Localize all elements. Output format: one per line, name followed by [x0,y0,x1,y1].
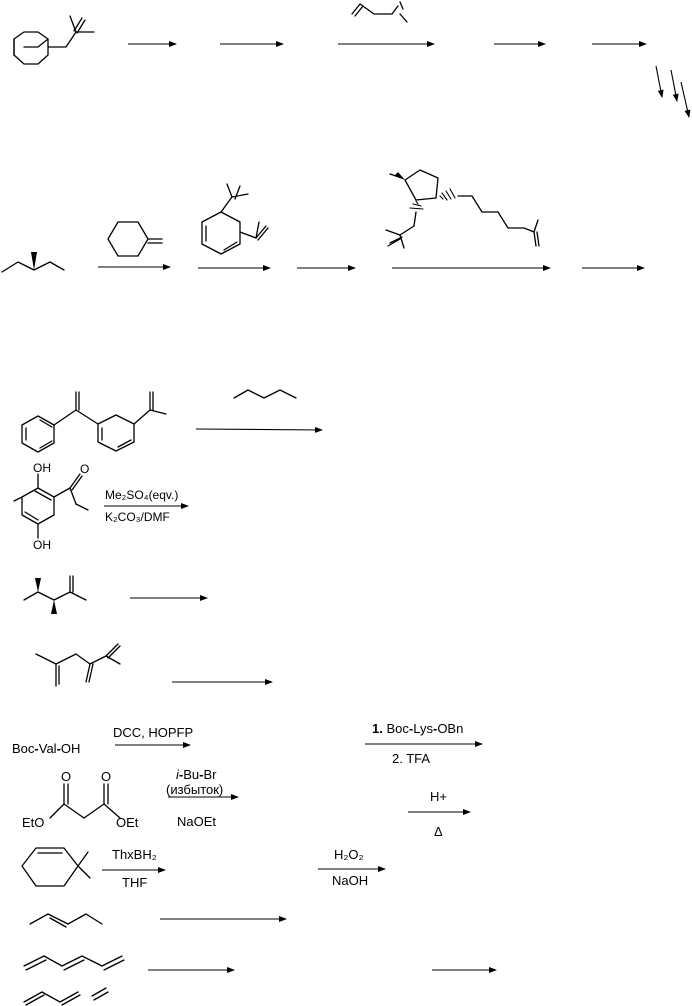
reaction-arrow [195,426,323,433]
hydroborane-reagent: ThxBH₂ [112,847,157,862]
diisopropenylbenzene-molecule [201,183,269,255]
pentane-chain [233,389,297,399]
ibu-br: Br [203,767,217,782]
peroxide-reagent: H₂O₂ [334,847,364,862]
ibu-bu: Bu [183,767,200,782]
phenol-oh-bottom: OH [33,538,51,552]
boc-lys-obn: OBn [437,721,464,736]
step2-reagent: 2. TFA [392,751,431,766]
ibu-prefix: i [176,767,179,782]
ester-right: OEt [116,815,139,830]
oh-text: OH [60,741,81,756]
boc-lys-boc: Boc [386,721,409,736]
methallyl-fragment [351,1,408,23]
excess-note: (избыток) [166,782,224,797]
butadiene-ethylene-molecules [23,987,109,1006]
isobutyl-bromide: i-Bu-Br [176,767,217,782]
substituted-cyclopentane-molecule [385,169,540,249]
ketone-oxygen: O [80,462,90,476]
methylation-conditions: K₂CO₃/DMF [105,510,170,524]
methylenecyclohexane-molecule [107,221,163,257]
dimethylcyclohexene-molecule [21,847,91,887]
boc-text: Boc [12,741,35,756]
hydroxide-reagent: NaOH [332,873,369,888]
dihydroxy-propiophenone-molecule [13,473,89,539]
downward-arrows [655,65,691,118]
val-text: Val [38,741,57,756]
step1-prefix: 1. [372,721,383,736]
boc-val-oh: Boc-Val-OH [12,741,81,756]
trimethylpentene-molecule [23,575,87,614]
methylpentane-molecule [1,252,65,273]
ester-left: EtO [22,815,45,830]
pentene-molecule [29,913,103,928]
step1-reagent: 1. Boc-Lys-OBn [372,721,464,736]
dimethylhexadiene-molecule [35,643,121,687]
diethyl-malonate-molecule [49,783,121,819]
acid-reagent: H+ [430,789,447,804]
diene-benzophenone-molecule [21,391,167,453]
coupling-reagents: DCC, HOPFP [113,725,194,740]
boc-lys-lys: Lys [413,721,433,736]
solvent-label: THF [122,875,148,890]
base-reagent: NaOEt [177,814,217,829]
carbonyl-o-left: O [61,769,72,784]
heat-symbol: Δ [434,824,443,839]
cyclohexyl-allyl-molecule [13,15,95,65]
methylation-reagent: Me₂SO₄(eqv.) [105,488,179,502]
hexatriene-molecule [23,955,125,971]
carbonyl-o-right: O [101,769,112,784]
phenol-oh-top: OH [33,461,51,475]
